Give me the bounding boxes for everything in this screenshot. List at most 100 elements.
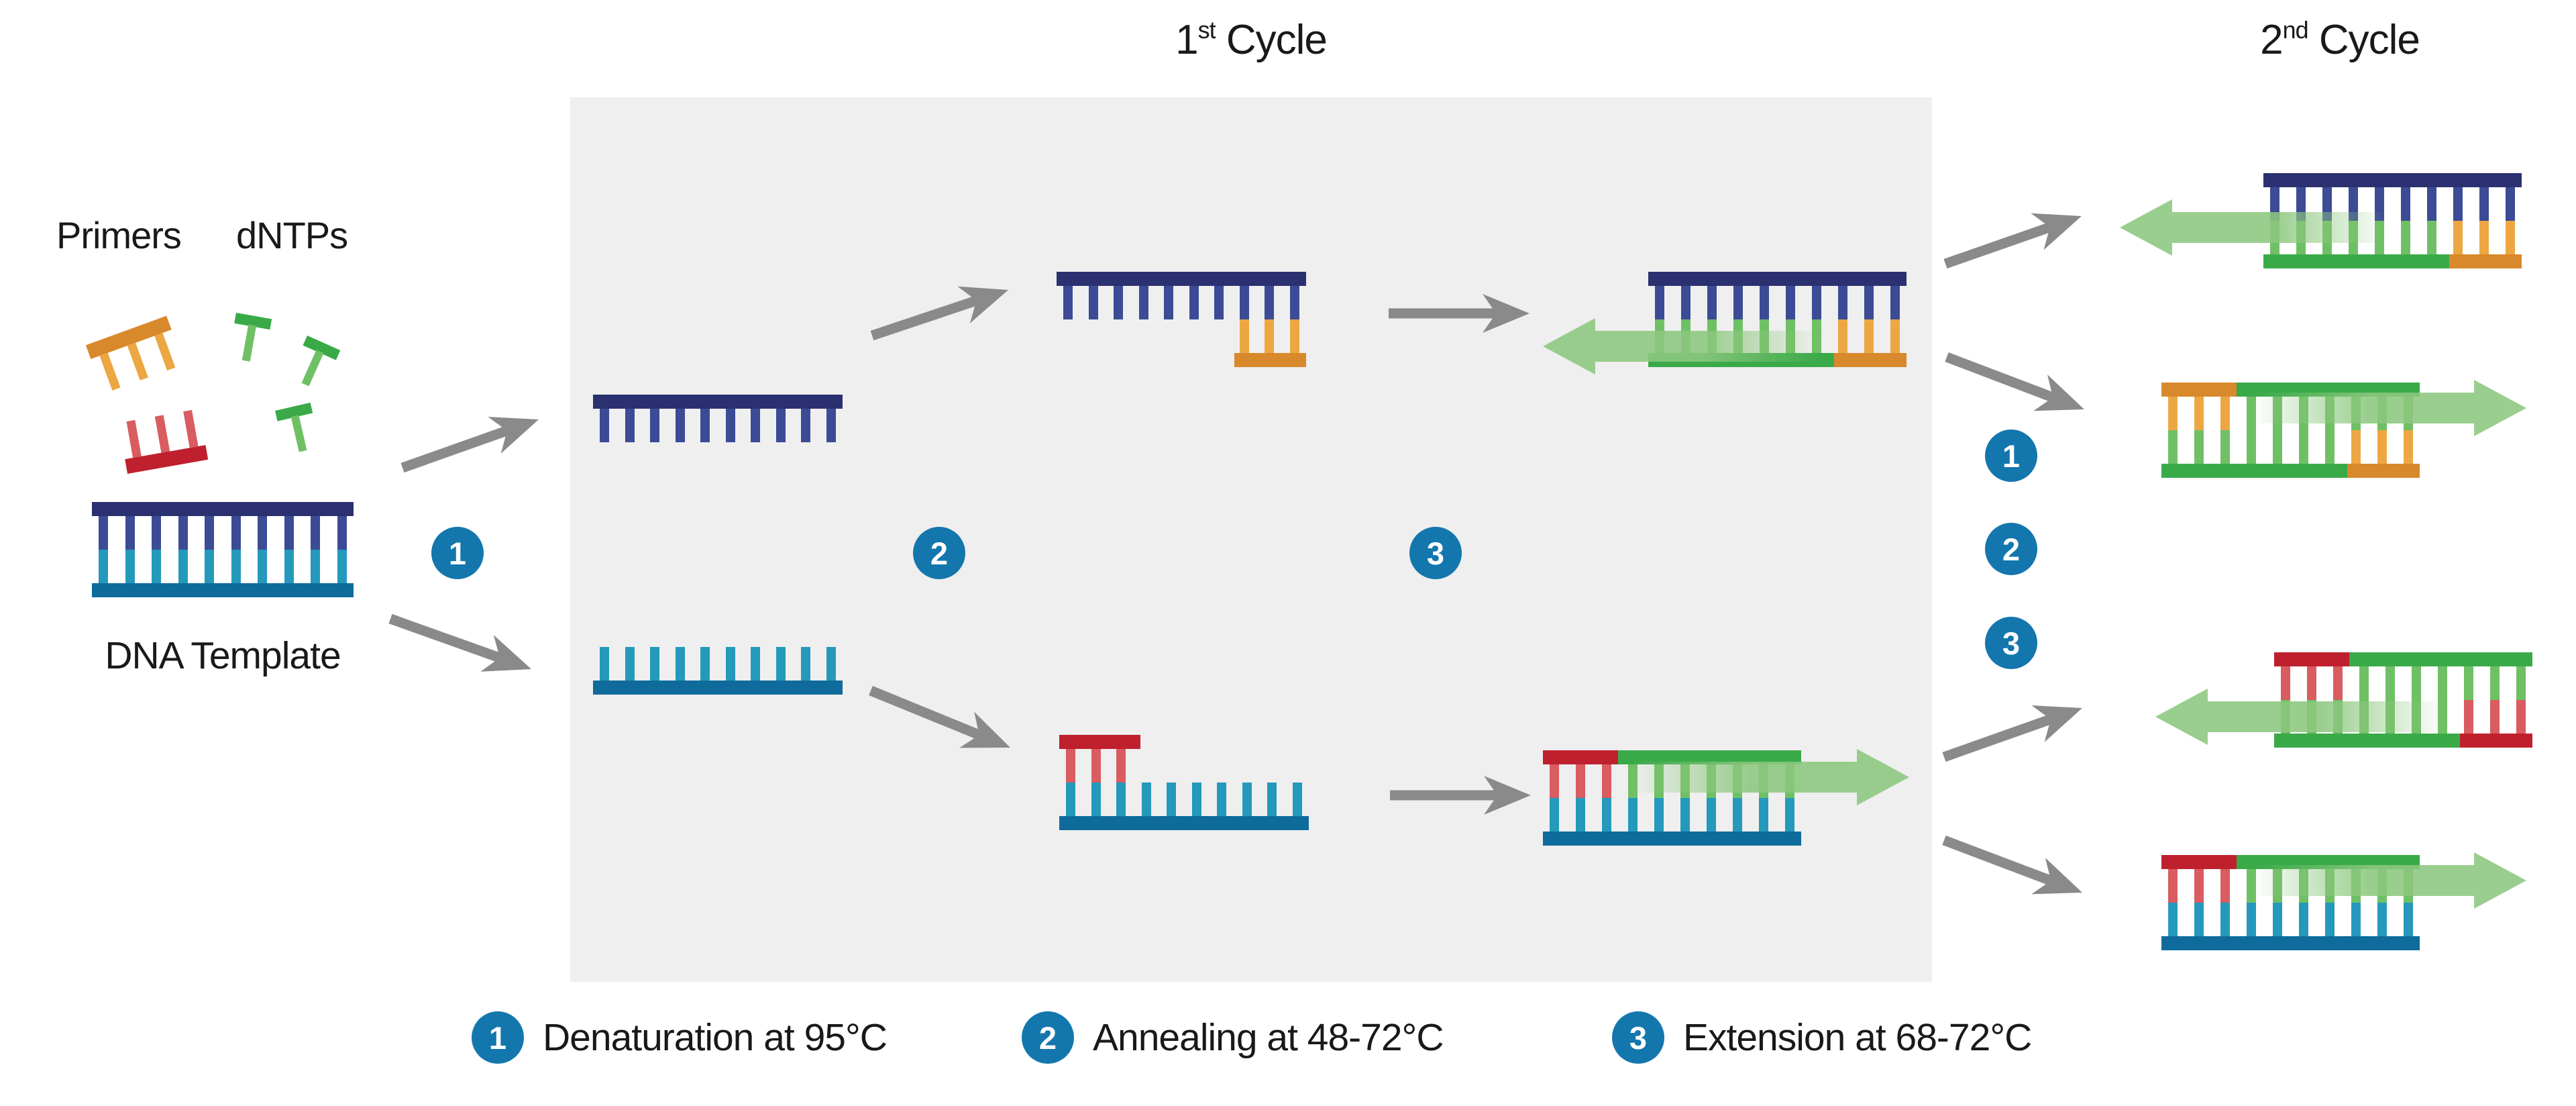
strand-backbone [1618,750,1801,764]
strand-tooth [1066,783,1075,816]
strand-backbone [2263,173,2522,187]
first-cycle-word: Cycle [1215,17,1328,63]
strand-backbone [1059,816,1309,830]
strand-tooth [826,409,836,442]
strand-backbone [1059,735,1140,749]
flow-arrow-line [1943,222,2052,269]
step-circle-3: 3 [1985,617,2037,669]
strand-tooth [2506,221,2515,254]
strand-tooth [2273,903,2282,936]
strand-backbone [1057,272,1306,286]
strand-tooth [700,409,710,442]
strand-tooth [311,516,321,550]
strand-tooth [2247,397,2256,430]
strand-tooth [751,647,761,681]
strand-tooth [1733,286,1743,319]
strand-tooth [826,647,836,681]
strand-tooth [2351,903,2361,936]
strand-tooth [1242,783,1252,816]
strand-tooth [2194,903,2204,936]
strand-tooth [1091,749,1101,783]
strand-tooth [178,516,188,550]
flow-arrow-line [388,613,502,663]
strand-tooth [1063,286,1073,319]
second-cycle-ordinal: nd [2282,15,2309,44]
strand-tooth [2506,187,2515,221]
strand-tooth [1864,319,1874,353]
legend-item-3: 3 Extension at 68-72°C [1612,1011,2032,1064]
strand-tooth [2377,903,2387,936]
strand-tooth [258,516,268,550]
strand-backbone [1834,353,1907,367]
strand-tooth [2453,221,2463,254]
legend-item-2: 2 Annealing at 48-72°C [1022,1011,1444,1064]
strand-backbone [2161,464,2347,478]
strand-tooth [2516,666,2526,700]
strand-tooth [650,409,660,442]
second-cycle-word: Cycle [2308,17,2420,63]
strand-backbone [2449,254,2522,268]
strand-tooth [751,409,761,442]
step-circle-1: 1 [1985,430,2037,482]
strand-backbone [2161,936,2420,950]
strand-tooth [1890,319,1900,353]
strand-tooth [2168,869,2178,903]
synthesis-arrow-head [2474,852,2526,909]
strand-tooth [2401,187,2410,221]
strand-tooth [2220,869,2230,903]
strand-tooth [1265,319,1275,353]
strand-tooth [337,516,347,550]
strand-backbone [2460,734,2532,748]
primer-tooth [127,342,148,381]
strand-tooth [178,550,188,583]
strand-tooth [675,647,685,681]
dntp-stem [241,324,257,362]
synthesis-arrow-shaft [2172,212,2388,243]
strand-backbone [1234,353,1306,367]
first-cycle-number: 1 [1175,17,1198,63]
strand-tooth [775,647,786,681]
legend-item-1: 1 Denaturation at 95°C [472,1011,888,1064]
strand-tooth [2404,430,2413,464]
legend-step-label-1: Denaturation at 95°C [543,1016,888,1059]
flow-arrow-head [2031,705,2082,742]
strand-tooth [1890,286,1900,319]
primer-tooth [126,419,142,458]
strand-tooth [1576,764,1585,798]
synthesis-arrow-head [2474,380,2526,436]
strand-backbone [2274,652,2349,666]
strand-tooth [2412,666,2421,700]
strand-tooth [1602,764,1611,798]
strand-tooth [675,409,685,442]
legend-step-badge-3: 3 [1612,1011,1664,1064]
strand-tooth [1680,798,1690,832]
step-circle-3: 3 [1409,527,1462,579]
strand-tooth [1138,286,1148,319]
strand-tooth [2490,666,2500,700]
strand-tooth [1066,749,1075,783]
flow-arrow-head [480,635,531,672]
strand-tooth [2427,187,2436,221]
strand-tooth [650,647,660,681]
strand-tooth [1091,783,1101,816]
synthesis-arrow-head [2120,199,2172,256]
strand-tooth [2385,666,2395,700]
strand-tooth [1290,319,1299,353]
strand-tooth [2479,187,2489,221]
strand-tooth [1576,798,1585,832]
strand-tooth [1214,286,1224,319]
strand-tooth [258,550,268,583]
dntps-label: dNTPs [236,214,348,256]
synthesis-arrow-shaft [1595,331,1819,362]
strand-tooth [1265,286,1275,319]
strand-backbone [1543,832,1801,846]
strand-tooth [1681,286,1690,319]
strand-tooth [284,550,294,583]
strand-tooth [2307,666,2316,700]
strand-tooth [2325,430,2334,464]
strand-tooth [1167,783,1177,816]
strand-tooth [1239,286,1249,319]
strand-tooth [125,516,135,550]
step-circle-1: 1 [431,527,484,579]
strand-tooth [2453,187,2463,221]
